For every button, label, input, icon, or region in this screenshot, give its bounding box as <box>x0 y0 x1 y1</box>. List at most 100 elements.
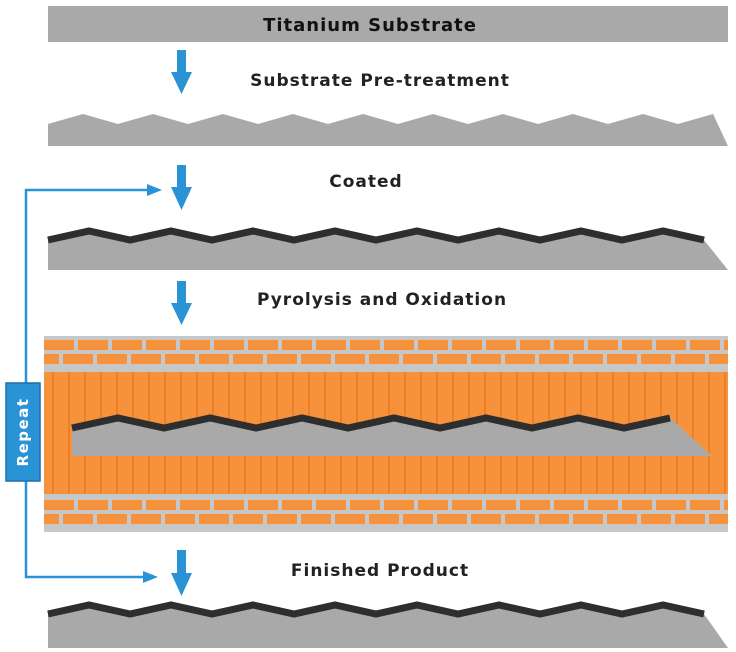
heat-stripe <box>724 372 726 494</box>
brick <box>282 340 312 350</box>
brick <box>199 514 229 524</box>
brick <box>418 340 448 350</box>
brick <box>267 354 297 364</box>
brick <box>554 340 584 350</box>
step-label-substrate: Titanium Substrate <box>263 15 477 36</box>
brick <box>622 340 652 350</box>
repeat-badge: Repeat <box>5 382 41 482</box>
brick <box>44 514 59 524</box>
brick <box>471 514 501 524</box>
brick <box>384 500 414 510</box>
brick <box>675 514 705 524</box>
brick <box>335 514 365 524</box>
brick <box>437 514 467 524</box>
heat-stripe <box>708 372 710 494</box>
brick <box>452 500 482 510</box>
brick <box>369 514 399 524</box>
brick <box>44 340 74 350</box>
brick <box>690 500 720 510</box>
brick <box>214 500 244 510</box>
heat-stripe <box>52 372 54 494</box>
brick <box>112 340 142 350</box>
brick <box>301 354 331 364</box>
brick <box>607 354 637 364</box>
coating-layer <box>47 227 705 244</box>
brick <box>418 500 448 510</box>
brick <box>724 500 728 510</box>
brick <box>724 340 728 350</box>
brick <box>44 354 59 364</box>
down-arrow-icon <box>171 550 192 596</box>
heat-stripe <box>68 372 70 494</box>
furnace <box>44 336 728 532</box>
step-label-finished: Finished Product <box>291 561 469 581</box>
brick <box>146 500 176 510</box>
brick <box>505 354 535 364</box>
brick <box>690 340 720 350</box>
brick <box>607 514 637 524</box>
brick <box>97 514 127 524</box>
brick <box>656 340 686 350</box>
brick <box>641 354 671 364</box>
repeat-loop-arrow <box>24 184 162 583</box>
brick <box>437 354 467 364</box>
brick <box>63 354 93 364</box>
brick <box>44 500 74 510</box>
brick <box>146 340 176 350</box>
brick <box>709 514 728 524</box>
titanium-substrate-plate <box>48 6 728 42</box>
brick <box>641 514 671 524</box>
brick <box>452 340 482 350</box>
step-label-pyrolysis: Pyrolysis and Oxidation <box>257 290 507 310</box>
brick <box>350 500 380 510</box>
brick <box>573 354 603 364</box>
brick <box>165 514 195 524</box>
brick <box>539 514 569 524</box>
brick <box>554 500 584 510</box>
brick <box>78 500 108 510</box>
brick <box>588 500 618 510</box>
brick <box>131 354 161 364</box>
furnace-coating-layer <box>71 414 671 432</box>
brick <box>78 340 108 350</box>
brick <box>267 514 297 524</box>
brick <box>112 500 142 510</box>
down-arrow-icon <box>171 50 192 94</box>
brick <box>486 500 516 510</box>
brick <box>301 514 331 524</box>
brick <box>180 500 210 510</box>
down-arrow-icon <box>171 165 192 210</box>
brick <box>131 514 161 524</box>
repeat-label: Repeat <box>14 398 32 467</box>
brick <box>316 340 346 350</box>
brick <box>588 340 618 350</box>
brick <box>675 354 705 364</box>
brick <box>63 514 93 524</box>
brick <box>282 500 312 510</box>
brick <box>384 340 414 350</box>
finished-coating-layer <box>47 601 705 618</box>
brick <box>622 500 652 510</box>
brick <box>316 500 346 510</box>
brick <box>350 340 380 350</box>
brick <box>520 340 550 350</box>
brick <box>709 354 728 364</box>
brick <box>656 500 686 510</box>
brick <box>520 500 550 510</box>
brick <box>403 514 433 524</box>
down-arrow-icon <box>171 281 192 325</box>
furnace-substrate-plate <box>72 418 712 456</box>
brick <box>180 340 210 350</box>
brick <box>369 354 399 364</box>
brick <box>505 514 535 524</box>
brick <box>97 354 127 364</box>
heat-stripe <box>692 372 694 494</box>
pretreated-substrate-plate <box>48 114 728 146</box>
furnace-brick-wall-top <box>44 340 728 364</box>
brick <box>214 340 244 350</box>
brick <box>471 354 501 364</box>
brick <box>199 354 229 364</box>
brick <box>233 354 263 364</box>
